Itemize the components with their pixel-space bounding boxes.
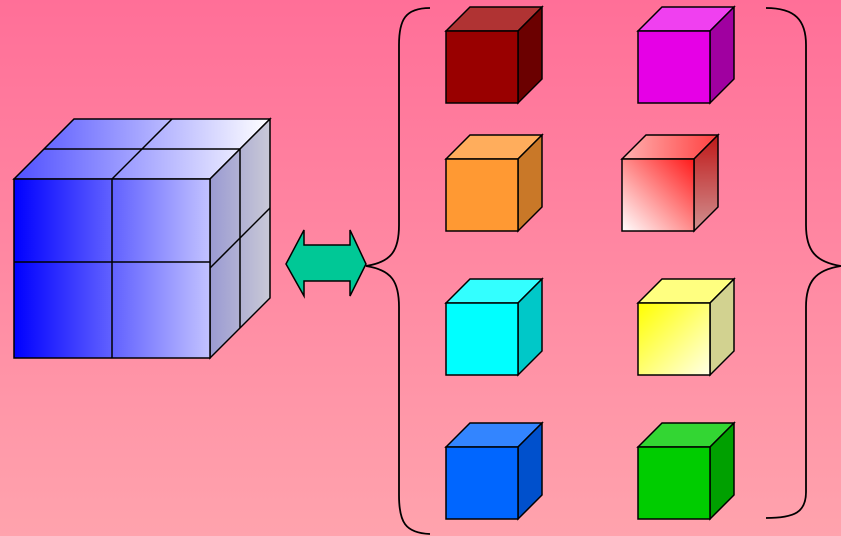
blue-cube bbox=[444, 421, 544, 521]
left-curly-brace bbox=[365, 7, 431, 535]
cyan-cube-front-face bbox=[445, 302, 519, 376]
green-cube bbox=[636, 421, 736, 521]
dark-red-cube-front-face bbox=[445, 30, 519, 104]
cyan-cube bbox=[444, 277, 544, 377]
yellow-cube bbox=[636, 277, 736, 377]
red-gradient-cube bbox=[620, 133, 720, 233]
large-cube bbox=[12, 117, 272, 360]
magenta-cube-front-face bbox=[637, 30, 711, 104]
magenta-cube bbox=[636, 5, 736, 105]
orange-cube bbox=[444, 133, 544, 233]
blue-cube-front-face bbox=[445, 446, 519, 520]
dark-red-cube bbox=[444, 5, 544, 105]
red-gradient-cube-front-face bbox=[621, 158, 695, 232]
double-arrow-icon bbox=[285, 229, 367, 299]
orange-cube-front-face bbox=[445, 158, 519, 232]
small-cubes-group bbox=[444, 5, 736, 521]
green-cube-front-face bbox=[637, 446, 711, 520]
large-cube-grid-lines bbox=[14, 118, 271, 358]
yellow-cube-front-face bbox=[637, 302, 711, 376]
